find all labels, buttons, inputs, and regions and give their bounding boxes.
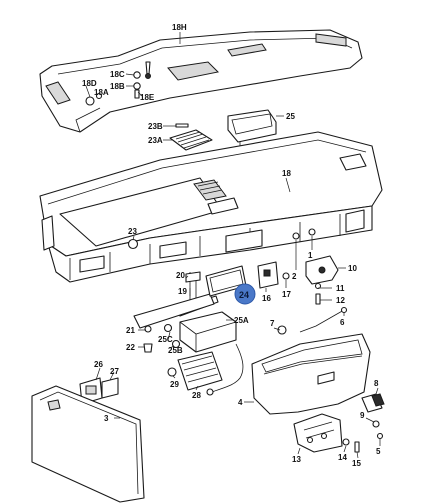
label-20: 20 — [176, 271, 185, 280]
screw-14 — [342, 438, 350, 446]
label-11: 11 — [336, 284, 345, 293]
label-24-highlighted: 24 — [239, 290, 249, 300]
label-15: 15 — [352, 459, 361, 468]
label-17: 17 — [282, 290, 291, 299]
label-2: 2 — [292, 272, 297, 281]
label-18A: 18A — [94, 88, 109, 97]
label-12: 12 — [336, 296, 345, 305]
label-16: 16 — [262, 294, 271, 303]
label-25A: 25A — [234, 316, 249, 325]
label-9: 9 — [360, 411, 365, 420]
label-7: 7 — [270, 319, 275, 328]
dashboard-main-panel — [39, 131, 383, 283]
vent-housing — [227, 109, 277, 160]
label-5: 5 — [376, 447, 381, 456]
label-19: 19 — [178, 287, 187, 296]
label-18B: 18B — [110, 82, 125, 91]
label-1: 1 — [308, 251, 313, 260]
rear-shelf-panel — [39, 29, 363, 133]
label-18: 18 — [282, 169, 291, 178]
label-13: 13 — [292, 455, 301, 464]
side-trim-panel — [31, 385, 145, 503]
label-18H: 18H — [172, 23, 187, 32]
label-22: 22 — [126, 343, 135, 352]
label-14: 14 — [338, 453, 347, 462]
label-28: 28 — [192, 391, 201, 400]
label-27: 27 — [110, 367, 119, 376]
catch-lock — [361, 393, 385, 440]
label-18E: 18E — [140, 93, 155, 102]
label-26: 26 — [94, 360, 103, 369]
label-10: 10 — [348, 264, 357, 273]
hinge-rod — [277, 306, 348, 335]
label-23: 23 — [128, 227, 137, 236]
label-29: 29 — [170, 380, 179, 389]
switch-bracket — [133, 271, 219, 329]
label-23B: 23B — [148, 122, 163, 131]
clip-23 — [127, 238, 139, 250]
screws-left — [143, 325, 153, 353]
label-18C: 18C — [110, 70, 125, 79]
leader-lines — [85, 32, 381, 459]
lower-bracket — [293, 413, 343, 453]
lamp-housing — [167, 351, 223, 391]
label-21: 21 — [126, 326, 135, 335]
label-25C: 25C — [158, 335, 173, 344]
label-8: 8 — [374, 379, 379, 388]
clip-fasteners-top — [85, 61, 151, 106]
label-23A: 23A — [148, 136, 163, 145]
label-3: 3 — [104, 414, 109, 423]
label-4: 4 — [238, 398, 243, 407]
callout-labels: 18H 18C 18D 18A 18B 18E 25 23B 23A 18 23… — [82, 23, 381, 468]
switch-unit — [257, 261, 290, 289]
label-6: 6 — [340, 318, 345, 327]
cable — [206, 343, 244, 396]
label-25: 25 — [286, 112, 295, 121]
screw-15 — [354, 441, 360, 453]
speaker-grille — [169, 123, 213, 151]
glove-box — [251, 333, 371, 415]
latch-bracket — [292, 228, 339, 305]
ashtray — [163, 311, 237, 353]
highlight-marker[interactable] — [234, 283, 256, 305]
label-25B: 25B — [168, 346, 183, 355]
label-18D: 18D — [82, 79, 97, 88]
